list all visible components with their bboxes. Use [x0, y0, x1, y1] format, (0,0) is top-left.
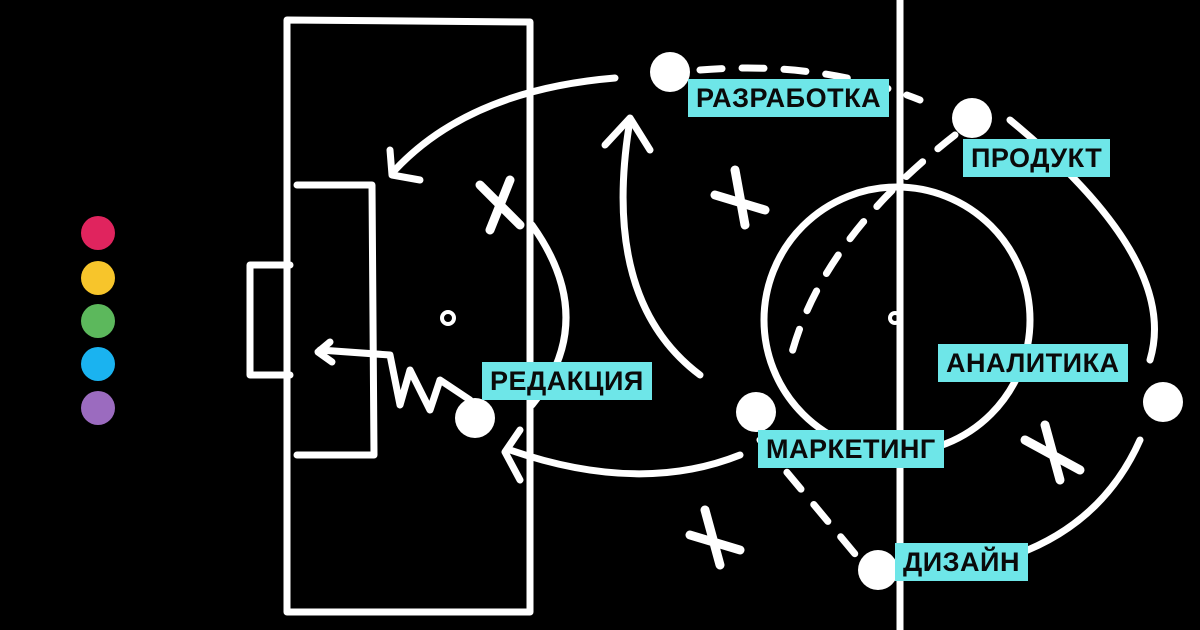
label-editorial: РЕДАКЦИЯ [482, 362, 652, 400]
label-analytics: АНАЛИТИКА [938, 344, 1128, 382]
tactic-arrows [314, 74, 1158, 564]
player-design [858, 550, 898, 590]
goal-area [293, 181, 378, 459]
label-design: ДИЗАЙН [895, 543, 1028, 581]
penalty-spot [440, 310, 456, 326]
label-marketing: МАРКЕТИНГ [758, 430, 944, 468]
goal [246, 261, 294, 379]
penalty-box [283, 16, 534, 616]
label-product: ПРОДУКТ [963, 139, 1111, 177]
arrow-curve-top [391, 74, 619, 174]
arrow-zigzag [316, 346, 474, 414]
player-development [650, 52, 690, 92]
legend-dot-yellow [81, 261, 115, 295]
player-marketing [736, 392, 776, 432]
player-product [952, 98, 992, 138]
arc-bottom-right [996, 436, 1144, 564]
legend-dot-purple [81, 391, 115, 425]
field-lines [246, 0, 1034, 630]
legend-dot-blue [81, 347, 115, 381]
player-analytics [1143, 382, 1183, 422]
player-editorial [455, 398, 495, 438]
center-spot [888, 311, 902, 325]
legend-dot-red [81, 216, 115, 250]
arrow-curve-up [619, 116, 704, 379]
legend-dot-green [81, 304, 115, 338]
label-development: РАЗРАБОТКА [688, 79, 890, 117]
opponent-crosses [475, 165, 1085, 570]
arrow-curve-bottom [506, 446, 744, 478]
dashed-runs [696, 64, 959, 564]
